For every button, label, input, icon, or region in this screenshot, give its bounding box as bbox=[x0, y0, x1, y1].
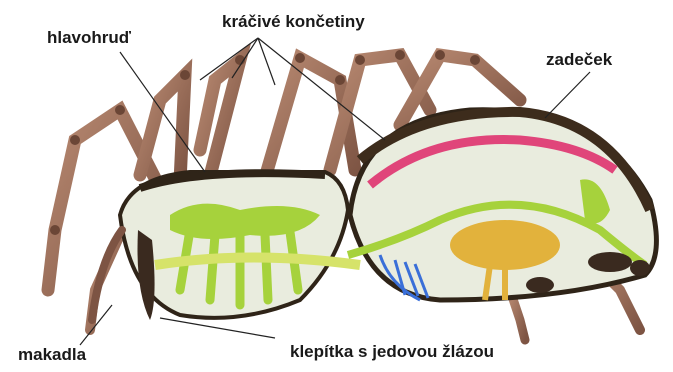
label-pedipalps: makadla bbox=[18, 345, 86, 365]
label-cephalothorax: hlavohruď bbox=[47, 28, 131, 48]
leg-2 bbox=[140, 75, 185, 182]
cephalothorax-section bbox=[120, 172, 360, 318]
liver bbox=[450, 220, 560, 270]
label-abdomen: zadeček bbox=[546, 50, 612, 70]
leg-3 bbox=[200, 60, 240, 176]
abdomen-section bbox=[348, 110, 656, 300]
label-chelicerae: klepítka s jedovou žlázou bbox=[290, 342, 494, 362]
label-walking-legs: kráčivé končetiny bbox=[222, 12, 365, 32]
